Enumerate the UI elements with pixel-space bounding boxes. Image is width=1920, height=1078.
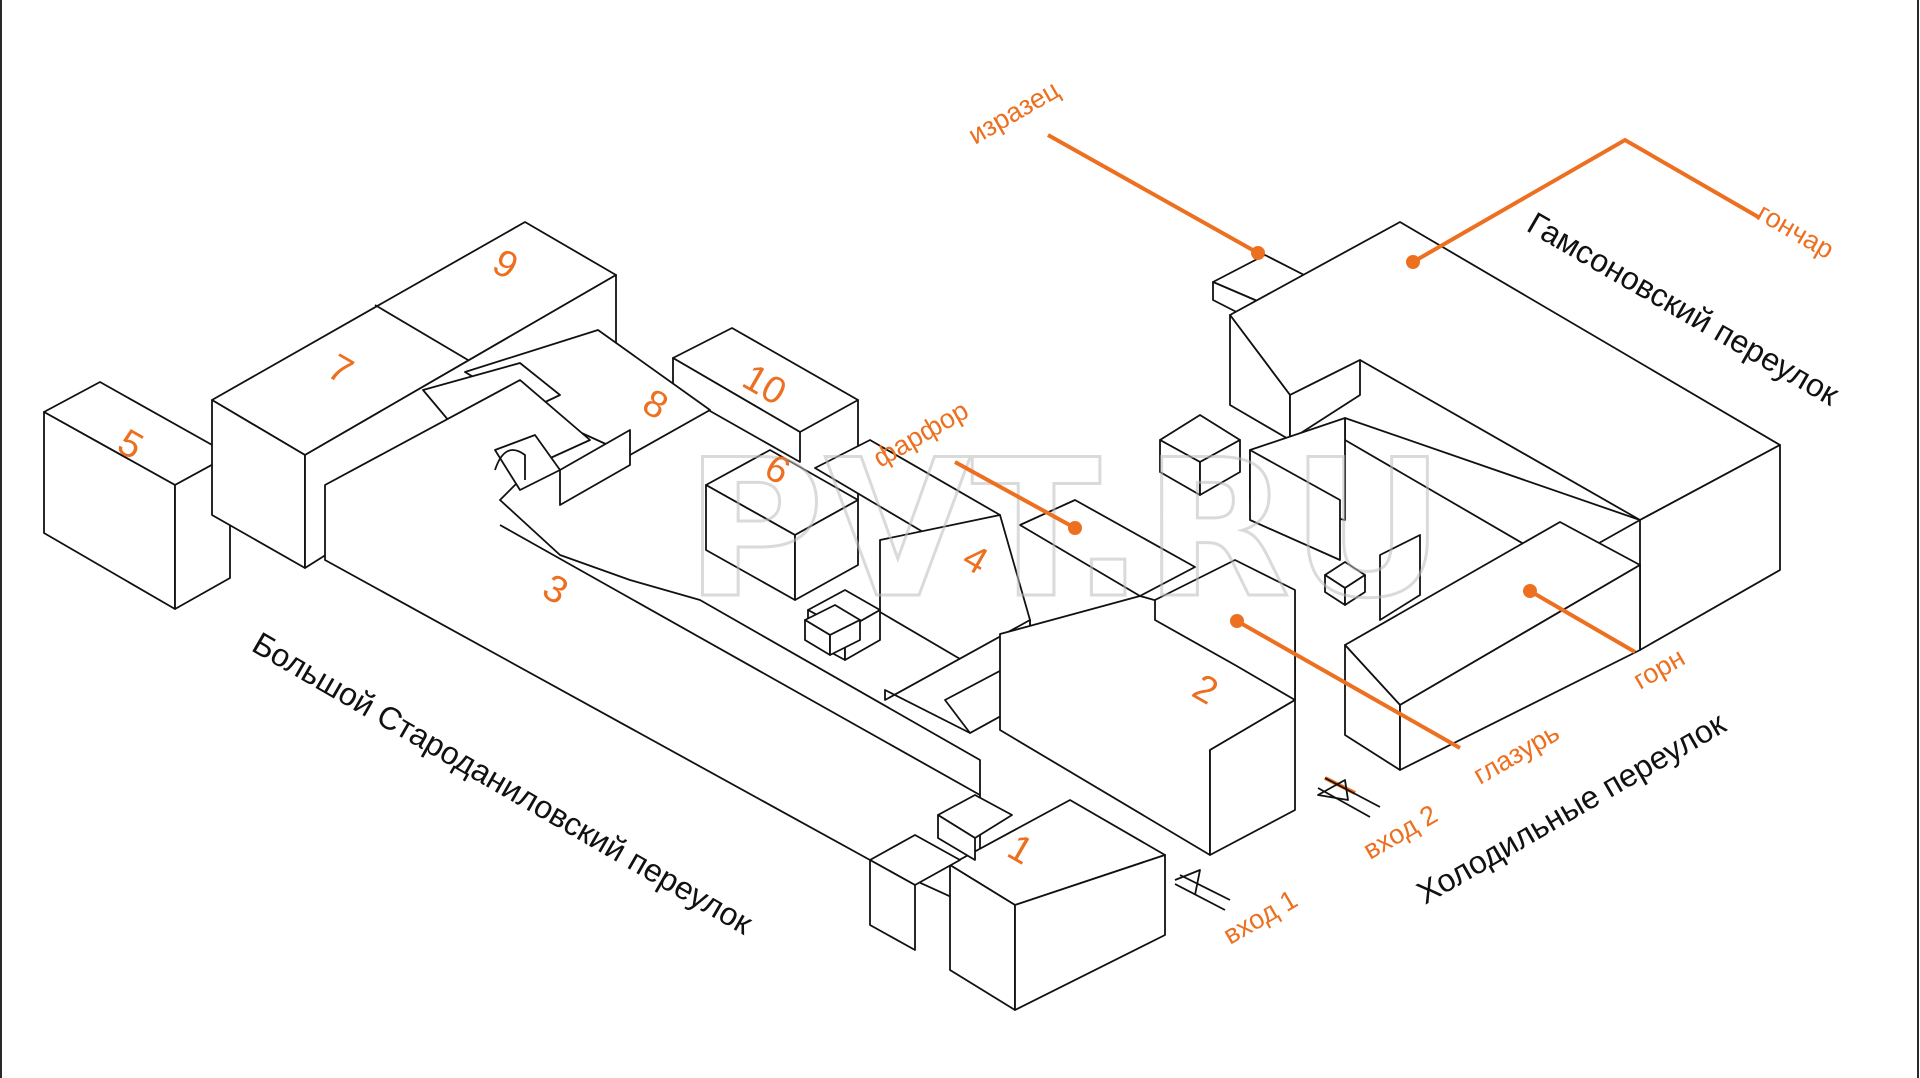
entrance-2-label: вход 2 — [1358, 799, 1442, 865]
label-izrazets: изразец — [963, 74, 1064, 150]
leader-izrazets — [1047, 133, 1265, 260]
building-5[interactable] — [43, 381, 231, 610]
building-east[interactable] — [1212, 221, 1781, 771]
marker-farfor — [1068, 521, 1082, 535]
watermark: PVT.RU — [685, 419, 1445, 640]
marker-izrazets — [1251, 246, 1265, 260]
building-1[interactable] — [869, 794, 1166, 1011]
label-gonchar: гончар — [1752, 197, 1839, 265]
leader-gonchar — [1406, 137, 1762, 269]
leader-farfor — [954, 460, 1082, 535]
cube-small-3 — [804, 604, 861, 656]
entrance-1-label: вход 1 — [1218, 884, 1302, 950]
leader-glazur — [1230, 614, 1461, 750]
marker-glazur — [1230, 614, 1244, 628]
marker-gonchar — [1406, 255, 1420, 269]
building-10-6[interactable] — [672, 327, 859, 601]
building-8-3[interactable] — [324, 329, 981, 911]
entrance-1-arrow — [1174, 869, 1231, 911]
cube-small-1 — [1159, 414, 1241, 496]
leader-gorn — [1523, 584, 1637, 654]
cube-small-2 — [1324, 561, 1366, 606]
entrance-2-arrow — [1317, 776, 1381, 818]
marker-gorn — [1523, 584, 1537, 598]
